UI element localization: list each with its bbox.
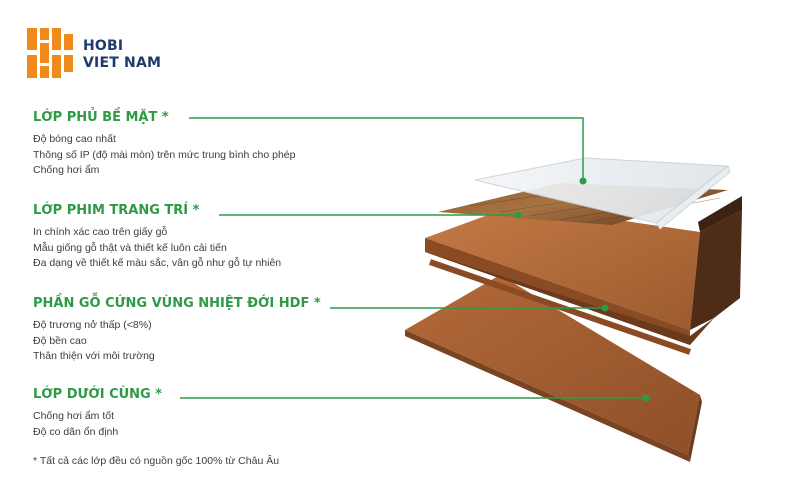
brand-name: HOBI VIET NAM (83, 38, 161, 72)
layer-line: Độ bóng cao nhất (33, 133, 116, 145)
backing-layer-shape (405, 275, 702, 462)
brand-logo: HOBI VIET NAM (27, 28, 177, 78)
layer-line: Chống hơi ẩm (33, 164, 100, 176)
footnote: * Tất cả các lớp đều có nguồn gốc 100% t… (33, 455, 280, 467)
layer-title: PHẦN GỖ CỨNG VÙNG NHIỆT ĐỚI HDF * (33, 296, 321, 311)
hdf-core-shape (425, 196, 742, 355)
layer-description: Chống hơi ẩm tốt Độ co dãn ổn định (33, 409, 162, 440)
layer-title: LỚP DƯỚI CÙNG * (33, 387, 163, 402)
brand-line-2: VIET NAM (83, 55, 162, 71)
leader-line-surface (189, 117, 584, 181)
leader-dot-backing (642, 394, 650, 402)
brand-line-1: HOBI (83, 38, 124, 54)
leader-dot-core (601, 304, 609, 312)
layer-line: Thông số IP (độ mài mòn) trên mức trung … (33, 148, 296, 161)
layer-line: In chính xác cao trên giấy gỗ (33, 226, 168, 238)
layer-line: Chống hơi ẩm tốt (33, 410, 115, 422)
layer-title: LỚP PHIM TRANG TRÍ * (33, 203, 200, 218)
leader-dot-decor (514, 211, 522, 219)
layer-line: Mẫu giống gỗ thật và thiết kế luôn cải t… (33, 241, 227, 254)
hobi-logo-icon (27, 28, 73, 78)
layer-line: Độ trương nở thấp (<8%) (33, 319, 152, 331)
layer-line: Độ bền cao (33, 334, 87, 347)
surface-overlay-shape (474, 157, 731, 230)
layer-description: In chính xác cao trên giấy gỗ Mẫu giống … (33, 225, 281, 272)
layer-description: Độ bóng cao nhất Thông số IP (độ mài mòn… (33, 132, 295, 179)
layer-line: Thân thiện với môi trường (33, 350, 155, 362)
layer-backing: LỚP DƯỚI CÙNG * Chống hơi ẩm tốt Độ co d… (33, 387, 162, 440)
layer-description: Độ trương nở thấp (<8%) Độ bền cao Thân … (33, 318, 321, 365)
layer-surface-coating: LỚP PHỦ BỀ MẶT * Độ bóng cao nhất Thông … (33, 110, 295, 179)
layer-decor-film: LỚP PHIM TRANG TRÍ * In chính xác cao tr… (33, 203, 281, 272)
leader-dot-surface (579, 177, 587, 185)
layer-line: Đa dạng về thiết kế màu sắc, vân gỗ như … (33, 257, 282, 269)
layer-line: Độ co dãn ổn định (33, 425, 119, 438)
layer-hdf-core: PHẦN GỖ CỨNG VÙNG NHIỆT ĐỚI HDF * Độ trư… (33, 296, 321, 365)
layer-title: LỚP PHỦ BỀ MẶT * (33, 110, 169, 125)
